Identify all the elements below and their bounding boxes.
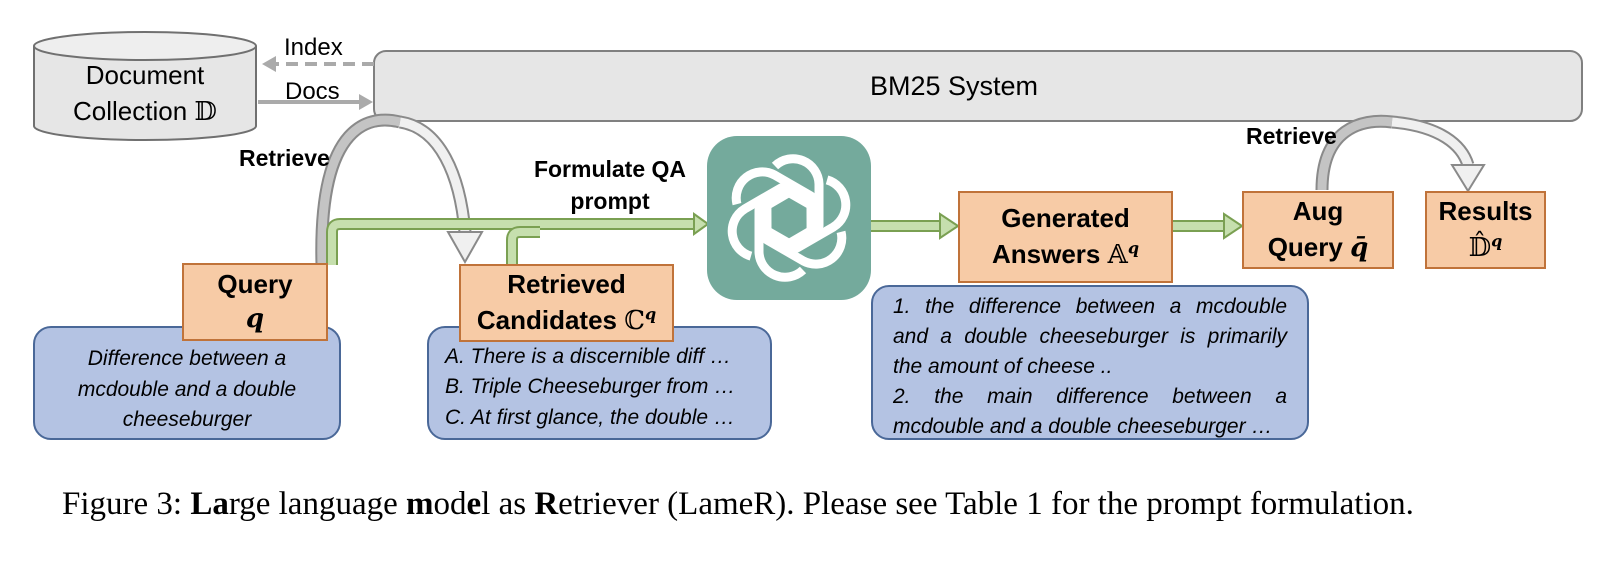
caption-text: l as [481,486,535,522]
results-line1: Results [1438,196,1533,227]
aug-query-line1: Aug [1292,196,1344,227]
llm-to-answers-arrow [870,212,960,240]
prompt-arrow [326,212,710,265]
caption-bold: La [190,486,229,522]
formulate-line2: prompt [570,188,650,214]
answers-line2: Answers [992,238,1101,269]
results-symbol: 𝔻̂ [1468,232,1492,263]
candidate-item: C. At first glance, the double … [445,405,735,429]
collection-line1: Document [85,60,205,91]
retrieved-candidates-box: Retrieved Candidates ℂq [459,264,674,342]
answer-line: mcdouble and a double cheeseburger … [893,415,1273,439]
aug-query-line2: Query [1267,231,1343,262]
results-sup: q [1491,230,1503,250]
aug-query-symbol: q̄ [1350,232,1369,263]
answer-line: the amount of cheese .. [893,355,1113,379]
docs-label: Docs [285,78,340,105]
caption-text: rge language [228,486,406,522]
answer-line: 2. the main difference between a [893,385,1287,409]
caption-prefix: Figure 3: [62,486,191,522]
index-label: Index [284,34,343,61]
candidates-line1: Retrieved [507,269,626,300]
query-title: Query [217,268,293,299]
generated-answers-box: Generated Answers 𝔸q [958,191,1173,283]
caption-bold: m [406,486,434,522]
answers-symbol: 𝔸 [1107,239,1128,270]
retrieve-label-left: Retrieve [239,145,330,171]
candidates-symbol: ℂ [624,305,645,336]
candidates-sup: q [644,303,657,323]
answer-line: 1. the difference between a mcdouble [893,295,1287,318]
retrieve-label-right: Retrieve [1246,123,1337,149]
retrieve-arc-left [315,113,484,266]
docs-arrow [258,94,373,110]
formulate-qa-prompt-label: Formulate QA prompt [520,152,700,218]
formulate-line1: Formulate QA [533,155,687,182]
retrieve-arc-right [1315,114,1486,193]
collection-line2: Collection [73,95,188,126]
candidate-item: B. Triple Cheeseburger from … [445,375,736,399]
figure-caption: Figure 3: Large language model as Retrie… [62,486,1414,523]
openai-logo-icon [707,136,871,300]
answers-to-augquery-arrow [1172,212,1244,240]
bm25-system-box [373,50,1583,122]
query-symbol: q [245,304,265,334]
document-collection-label: Document Collection 𝔻 [34,56,256,132]
answers-sup: q [1127,237,1139,257]
answers-list-box: 1. the difference between a mcdouble and… [871,285,1309,440]
answers-line1: Generated [1001,203,1130,234]
caption-bold: R [534,486,559,522]
aug-query-box: Aug Query q̄ [1242,191,1394,269]
bm25-system-label: BM25 System [869,70,1039,101]
results-box: Results 𝔻̂q [1425,191,1546,269]
query-box: Query q [182,263,328,341]
query-text-box: Difference between a mcdouble and a doub… [33,326,341,440]
collection-symbol: 𝔻 [194,96,217,127]
caption-text: od [433,486,467,522]
caption-text: etriever (LameR). Please see Table 1 for… [558,486,1414,522]
candidates-list-box: A. There is a discernible diff … B. Trip… [427,326,772,440]
document-collection-cylinder [33,31,257,141]
candidates-line2: Candidates [476,304,618,335]
caption-bold: e [466,486,482,522]
answer-line: and a double cheeseburger is primarily [893,325,1287,349]
index-arrow [262,56,374,72]
candidate-item: A. There is a discernible diff … [445,345,731,368]
query-text: Difference between a mcdouble and a doub… [77,347,297,432]
